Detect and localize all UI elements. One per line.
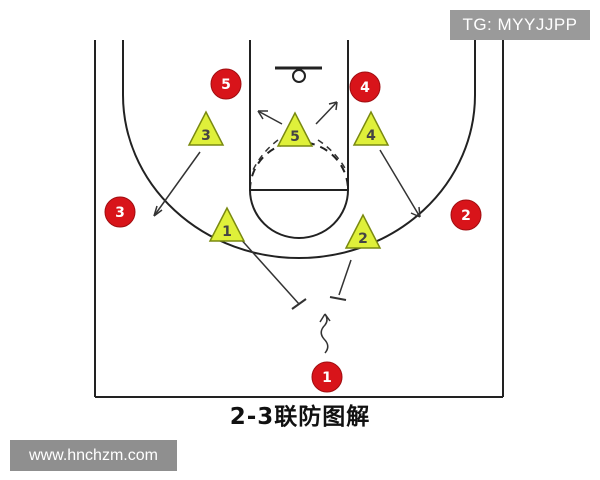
movement-arrows xyxy=(153,101,421,354)
defense-player-label: 4 xyxy=(366,128,376,144)
defense-player-3: 3 xyxy=(187,110,225,146)
arrowhead-dribble xyxy=(319,313,331,323)
defense-player-marker xyxy=(208,206,246,242)
offense-player-4: 4 xyxy=(349,71,381,103)
offense-player-marker xyxy=(349,71,381,103)
offense-player-3: 3 xyxy=(104,196,136,228)
defense-player-1: 1 xyxy=(208,206,246,242)
offense-player-label: 5 xyxy=(221,77,231,93)
offense-player-marker xyxy=(104,196,136,228)
offense-player-5: 5 xyxy=(210,68,242,100)
diagram-caption: 2-3联防图解 xyxy=(229,404,371,430)
arrow-defender5-dash-left xyxy=(252,139,279,171)
defense-player-marker xyxy=(187,110,225,146)
offense-player-marker xyxy=(311,361,343,393)
court-lines xyxy=(94,40,504,398)
hoop xyxy=(292,69,306,83)
defense-player-marker xyxy=(344,213,382,249)
defense-player-label: 5 xyxy=(290,129,300,145)
arrow-defender4-to-wing xyxy=(379,149,421,218)
defense-player-marker xyxy=(352,110,390,146)
offense-player-1: 1 xyxy=(311,361,343,393)
offense-player-2: 2 xyxy=(450,199,482,231)
free-throw-lane xyxy=(249,40,349,191)
arrow-defender5-right xyxy=(315,101,338,125)
watermark-top: TG: MYYJJPP xyxy=(450,10,590,40)
arrow-defender3-to-wing xyxy=(153,151,201,217)
offense-player-label: 2 xyxy=(461,208,471,224)
arrowhead-defender3 xyxy=(153,205,163,217)
players-layer: 5 4 3 2 1 3 5 4 1 2 xyxy=(104,68,482,393)
free-throw-circle-dashed xyxy=(249,141,349,191)
offense-player-label: 1 xyxy=(322,370,332,386)
defense-player-4: 4 xyxy=(352,110,390,146)
defense-player-label: 3 xyxy=(201,128,211,144)
free-throw-circle xyxy=(249,189,349,239)
three-point-line xyxy=(122,40,476,259)
arrow-defender5-dash-right xyxy=(317,139,347,171)
arrow-defender1-closeout xyxy=(237,235,300,305)
offense-player-marker xyxy=(210,68,242,100)
arrowhead-defender5-left xyxy=(257,110,268,120)
arrow-defender5-left xyxy=(257,110,283,125)
dribble-path xyxy=(320,313,329,354)
screen-bar-defender1 xyxy=(291,298,307,310)
offense-player-label: 4 xyxy=(360,80,370,96)
defense-player-label: 2 xyxy=(358,231,368,247)
watermark-bottom: www.hnchzm.com xyxy=(10,440,177,471)
screen-bar-defender2 xyxy=(329,296,347,301)
defense-player-5: 5 xyxy=(276,111,314,147)
defense-player-2: 2 xyxy=(344,213,382,249)
defense-player-marker xyxy=(276,111,314,147)
arrowhead-defender5-right xyxy=(328,101,338,111)
arrowhead-defender4 xyxy=(410,206,421,218)
arrow-defender2-closeout xyxy=(338,259,352,296)
defense-player-label: 1 xyxy=(222,224,232,240)
offense-player-marker xyxy=(450,199,482,231)
offense-player-label: 3 xyxy=(115,205,125,221)
